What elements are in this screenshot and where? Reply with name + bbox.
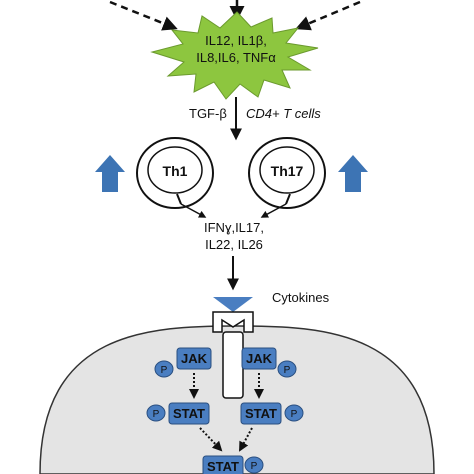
p-jak-left-label: P (161, 365, 168, 376)
jak-right-box (241, 347, 277, 370)
up-arrow-right-icon (338, 155, 368, 192)
cytokine-ligand-icon (213, 297, 253, 312)
jak-right-label: JAK (246, 351, 273, 366)
secreted-text-line1: IFNɣ,IL17, (204, 220, 264, 235)
burst-text-line1: IL12, IL1β, (205, 33, 267, 48)
p-stat-left (146, 404, 166, 422)
stat-dimer-label: STAT (207, 459, 239, 474)
arrow-th1-to-secreted (180, 203, 207, 218)
th17-cell-inner (259, 146, 315, 194)
dashed-arrow-right (295, 0, 361, 31)
th1-label: Th1 (163, 163, 188, 179)
secreted-text-line2: IL22, IL26 (205, 237, 263, 252)
p-jak-right-label: P (284, 365, 291, 376)
target-cell-membrane (39, 325, 435, 474)
burst-text-line2: IL8,IL6, TNFα (196, 50, 276, 65)
p-stat-dimer-label: P (251, 461, 258, 472)
receptor-top (212, 311, 254, 333)
arrow-stat-right-to-dimer (239, 427, 253, 452)
p-stat-right-label: P (291, 409, 298, 420)
arrow-th17-to-secreted (260, 203, 287, 218)
cytokine-burst-shape (150, 11, 319, 100)
cytokines-label: Cytokines (272, 290, 330, 305)
cd4-t-cells-label: CD4+ T cells (246, 106, 321, 121)
th1-stem (176, 193, 182, 205)
th1-cell-inner (147, 146, 203, 194)
stat-right-label: STAT (245, 406, 277, 421)
jak-left-label: JAK (181, 351, 208, 366)
p-jak-left (154, 360, 174, 378)
p-jak-right (277, 360, 297, 378)
dashed-arrow-left (109, 0, 178, 31)
jak-left-box (176, 347, 212, 370)
receptor-stem (222, 331, 244, 399)
th17-stem (285, 193, 291, 205)
p-stat-dimer (244, 456, 264, 474)
arrow-stat-left-to-dimer (199, 427, 223, 452)
th17-label: Th17 (271, 163, 304, 179)
tgf-beta-label: TGF-β (189, 106, 227, 121)
stat-right-box (240, 402, 282, 425)
stat-dimer-box (202, 455, 244, 474)
p-stat-left-label: P (153, 409, 160, 420)
stat-left-box (168, 402, 210, 425)
p-stat-right (284, 404, 304, 422)
stat-left-label: STAT (173, 406, 205, 421)
up-arrow-left-icon (95, 155, 125, 192)
